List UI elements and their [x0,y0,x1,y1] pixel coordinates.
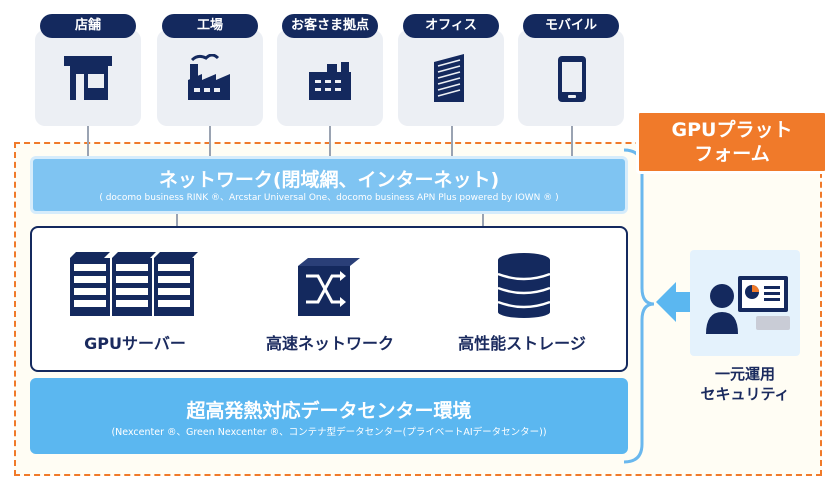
component-label-gpu-server: GPUサーバー [84,334,186,353]
security-label-line2: セキュリティ [700,385,790,403]
connector-line [329,126,331,158]
network-title: ネットワーク(閉域網、インターネット) [158,169,500,191]
gpu-platform-label-line2: フォーム [694,143,770,165]
operator-dashboard-icon [706,276,790,334]
office-building-icon [434,54,464,102]
connector-line [209,126,211,158]
store-icon [64,56,112,100]
network-band: ネットワーク(閉域網、インターネット) ( docomo business RI… [30,156,628,214]
datacenter-band: 超高発熱対応データセンター環境 (Nexcenter ®、Green Nexce… [30,378,628,454]
gpu-platform-label: GPUプラット フォーム [636,110,828,174]
mobile-phone-icon [558,56,586,102]
connector-line [451,126,453,158]
location-label-store: 店舗 [40,14,136,38]
component-label-high-speed-network: 高速ネットワーク [265,334,394,353]
security-label: 一元運用 セキュリティ [680,364,810,404]
connector-line [571,126,573,158]
network-subtitle: ( docomo business RINK ®、Arcstar Univers… [99,193,559,203]
customer-site-icon [309,62,351,100]
component-label-high-performance-storage: 高性能ストレージ [458,334,586,353]
arrow-left-icon [656,282,692,322]
security-label-line1: 一元運用 [714,365,775,383]
factory-icon [188,54,230,100]
connector-line [87,126,89,158]
datacenter-title: 超高発熱対応データセンター環境 [186,400,472,422]
location-label-factory: 工場 [162,14,258,38]
datacenter-subtitle: (Nexcenter ®、Green Nexcenter ®、コンテナ型データセ… [111,427,547,438]
location-label-customer-site: お客さま拠点 [282,14,378,38]
connector-line [176,212,178,228]
storage-database-icon [497,253,551,318]
gpu-server-icon [70,252,198,316]
connector-line [482,212,484,228]
location-label-office: オフィス [403,14,499,38]
gpu-platform-label-line1: GPUプラット [671,119,793,141]
location-label-mobile: モバイル [523,14,619,38]
network-switch-icon [298,258,360,316]
